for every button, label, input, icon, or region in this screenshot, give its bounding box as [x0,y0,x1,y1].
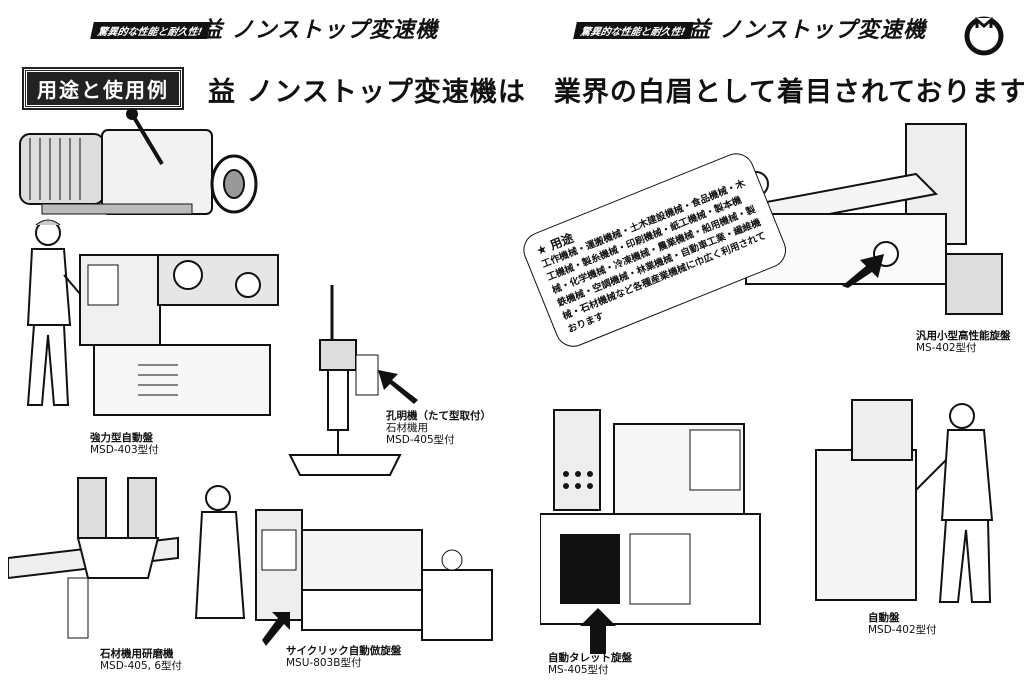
brand-title-right: 益 ノンストップ変速機 [688,18,927,43]
caption-sub: 石材機用 [386,422,428,434]
drilling-machine-illustration [288,285,402,476]
section-label: 用途と使用例 [22,67,184,110]
caption-title: 孔明機（たて型取付） [386,410,491,422]
caption-title: 石材機用研磨機 [100,648,174,660]
caption-model: MS-402型付 [916,342,977,354]
tagline-badge-right: 驚異的な性能と耐久性! [573,22,694,39]
caption-heavy-auto-lathe: 強力型自動盤 MSD-403型付 [90,432,159,456]
caption-model: MS-405型付 [548,664,609,676]
caption-model: MSU-803B型付 [286,657,362,669]
caption-model: MSD-405型付 [386,434,455,446]
caption-copying-lathe: サイクリック自動倣旋盤 MSU-803B型付 [286,645,401,669]
stone-grinder-illustration [8,477,246,639]
caption-small-lathe: 汎用小型高性能旋盤 MS-402型付 [916,330,1011,354]
caption-automatic-machine: 自動盤 MSD-402型付 [868,612,937,636]
turret-lathe-illustration [540,409,761,625]
arrow-small-lathe-icon [842,254,884,288]
caption-stone-grinder: 石材機用研磨機 MSD-405, 6型付 [100,648,182,672]
motor-variator-illustration [19,108,258,215]
automatic-machine-illustration [815,399,994,603]
caption-title: サイクリック自動倣旋盤 [286,645,402,657]
brand-title-left: 益 ノンストップ変速機 [200,18,439,43]
copying-lathe-illustration [255,509,493,641]
caption-title: 強力型自動盤 [90,432,153,444]
caption-title: 自動盤 [868,612,900,624]
arrow-drilling-icon [378,370,418,404]
tagline-badge-left: 驚異的な性能と耐久性! [90,22,211,39]
arrow-turret-lathe-icon [580,608,616,654]
heavy-auto-lathe-illustration [26,219,279,416]
caption-turret-lathe: 自動タレット旋盤 MS-405型付 [548,652,632,676]
caption-model: MSD-403型付 [90,444,159,456]
caption-model: MSD-402型付 [868,624,937,636]
caption-title: 汎用小型高性能旋盤 [916,330,1011,342]
arrow-copying-lathe-icon [262,612,290,646]
page-headline: 益 ノンストップ変速機は 業界の白眉として着目されております [208,77,1024,108]
small-lathe-illustration [743,123,1003,315]
caption-model: MSD-405, 6型付 [100,660,182,672]
caption-title: 自動タレット旋盤 [548,652,632,664]
company-logo-icon [964,16,1004,56]
caption-drilling-machine: 孔明機（たて型取付） 石材機用 MSD-405型付 [386,410,491,446]
